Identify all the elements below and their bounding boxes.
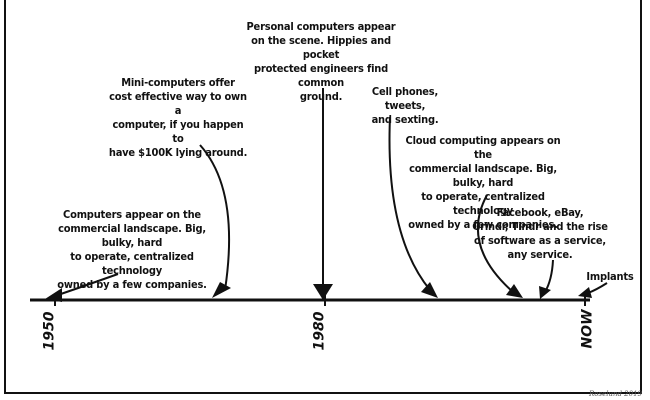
artist-signature: Roselund 2019 xyxy=(589,390,642,398)
arrow-implants xyxy=(587,282,608,294)
arrowhead-cell-phones xyxy=(421,282,438,298)
arrowhead-saas xyxy=(539,286,551,299)
arrow-saas xyxy=(544,259,554,293)
year-label-1950: 1950 xyxy=(41,311,58,351)
year-label-1980: 1980 xyxy=(311,311,328,351)
arrow-cell-phones xyxy=(388,116,431,291)
event-personal-computers: Personal computers appear on the scene. … xyxy=(246,20,396,103)
arrowhead-personal-computers xyxy=(313,284,333,300)
event-cloud-computing: Cloud computing appears on the commercia… xyxy=(405,134,561,231)
arrowhead-minicomputers xyxy=(212,282,231,298)
year-label-now: NOW xyxy=(579,309,596,349)
comic-panel xyxy=(4,0,642,394)
event-cell-phones: Cell phones, tweets, and sexting. xyxy=(371,85,439,126)
event-saas: Facebook, eBay, Grindr, Tindr and the ri… xyxy=(472,206,608,261)
arrowhead-implants xyxy=(578,287,592,298)
event-computers-appear: Computers appear on the commercial lands… xyxy=(57,208,207,291)
event-mini-computers: Mini-computers offer cost effective way … xyxy=(108,76,248,159)
arrowhead-computers xyxy=(45,288,62,302)
arrow-minicomputers xyxy=(199,144,231,291)
arrowhead-cloud xyxy=(506,284,523,298)
event-implants: Implants xyxy=(586,270,634,283)
arrow-cloud xyxy=(476,194,514,293)
